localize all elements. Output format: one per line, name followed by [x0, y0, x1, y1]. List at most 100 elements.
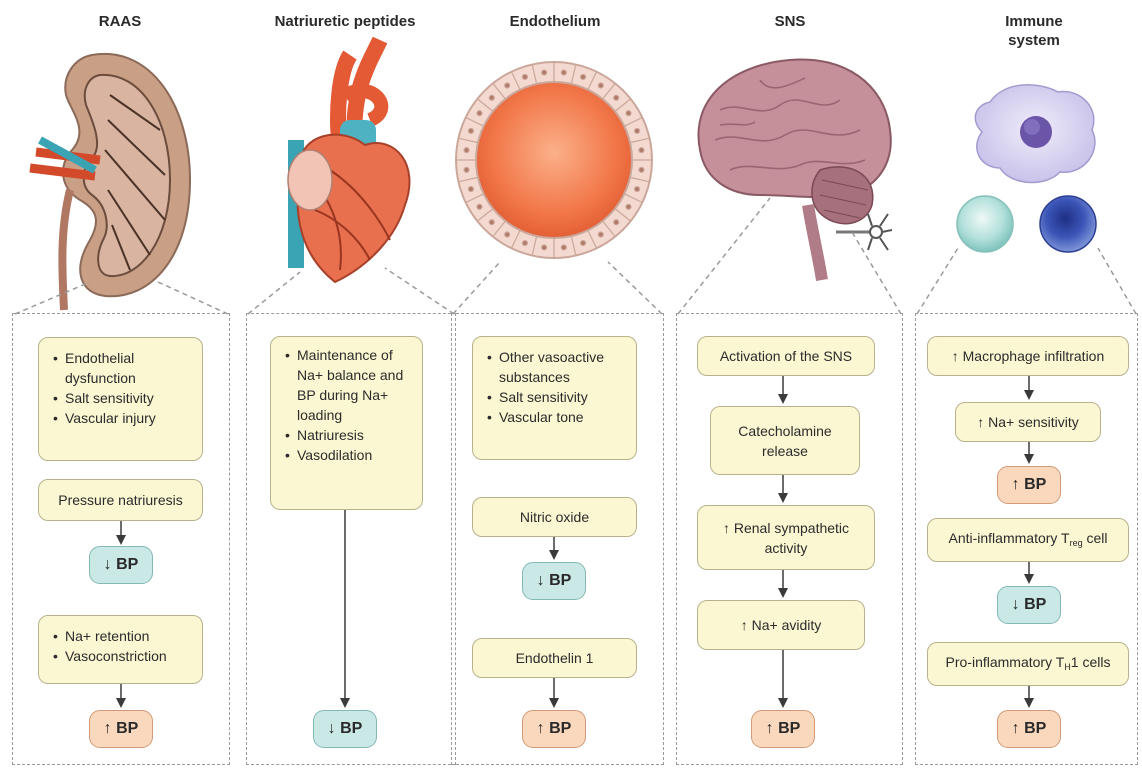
endothelial-cell-nucleus — [581, 241, 586, 246]
title-raas: RAAS — [60, 12, 180, 31]
list-item: Other vasoactive substances — [487, 347, 626, 387]
immune-bp-decrease-badge: ↓ BP — [997, 586, 1061, 624]
immune-bp-increase-badge-1: ↑ BP — [997, 466, 1061, 504]
endothelial-cell-nucleus — [522, 241, 527, 246]
endothelial-cell-nucleus — [477, 111, 482, 116]
list-item: Endothelial dysfunction — [53, 348, 192, 388]
title-endothelium: Endothelium — [490, 12, 620, 31]
immune-th1-box: Pro-inflammatory TH1 cells — [927, 642, 1129, 686]
list-item: Na+ retention — [53, 626, 192, 646]
immune-th1-label: Pro-inflammatory T — [946, 654, 1065, 670]
raas-bp-increase-badge: ↑ BP — [89, 710, 153, 748]
natriuretic-bp-decrease-badge: ↓ BP — [313, 710, 377, 748]
sns-na-avidity-label: Na+ avidity — [752, 617, 822, 633]
bp-label: BP — [116, 720, 138, 738]
brain-illustration — [698, 59, 890, 280]
list-item: Salt sensitivity — [53, 388, 192, 408]
endothelium-effects-box: Other vasoactive substancesSalt sensitiv… — [472, 336, 637, 460]
up-arrow-icon: ↑ — [977, 414, 984, 430]
down-arrow-icon: ↓ — [1012, 596, 1020, 614]
immune-na-sensitivity-label: Na+ sensitivity — [988, 414, 1079, 430]
endothelial-cell-nucleus — [489, 220, 494, 225]
up-arrow-icon: ↑ — [1012, 476, 1020, 494]
macrophage-illustration — [975, 85, 1095, 183]
raas-retention-list: Na+ retentionVasoconstriction — [53, 626, 192, 666]
bp-label: BP — [1024, 596, 1046, 614]
sns-renal-sympathetic-box: ↑ Renal sympathetic activity — [697, 505, 875, 570]
up-arrow-icon: ↑ — [952, 348, 959, 364]
t-cell-illustration — [957, 196, 1096, 252]
endothelial-cell-nucleus — [542, 245, 547, 250]
down-arrow-icon: ↓ — [537, 572, 545, 590]
immune-na-sensitivity-box: ↑ Na+ sensitivity — [955, 402, 1101, 442]
bp-label: BP — [549, 720, 571, 738]
raas-effects-list: Endothelial dysfunctionSalt sensitivityV… — [53, 348, 192, 428]
sns-renal-sympathetic-label: Renal sympathetic activity — [734, 520, 849, 556]
endothelial-cell-nucleus — [522, 74, 527, 79]
endothelial-cell-nucleus — [468, 128, 473, 133]
title-sns: SNS — [740, 12, 840, 31]
endothelial-cell-nucleus — [639, 167, 644, 172]
sns-bp-increase-badge: ↑ BP — [751, 710, 815, 748]
up-arrow-icon: ↑ — [723, 520, 730, 536]
sns-catecholamine-box: Catecholamine release — [710, 406, 860, 475]
endothelial-cell-nucleus — [614, 95, 619, 100]
immune-th1-tail: 1 cells — [1071, 654, 1111, 670]
endothelial-cell-nucleus — [626, 204, 631, 209]
natriuretic-effects-box: Maintenance of Na+ balance and BP during… — [270, 336, 423, 510]
sns-activation-box: Activation of the SNS — [697, 336, 875, 376]
up-arrow-icon: ↑ — [104, 720, 112, 738]
endothelial-cell-nucleus — [505, 232, 510, 237]
endothelium-effects-list: Other vasoactive substancesSalt sensitiv… — [487, 347, 626, 427]
endothelial-cell-nucleus — [614, 220, 619, 225]
endothelial-cell-nucleus — [505, 83, 510, 88]
list-item: Vasoconstriction — [53, 646, 192, 666]
endothelium-endothelin-box: Endothelin 1 — [472, 638, 637, 678]
immune-bp-increase-badge-2: ↑ BP — [997, 710, 1061, 748]
title-immune-system: Immune system — [994, 12, 1074, 50]
raas-pressure-natriuresis-box: Pressure natriuresis — [38, 479, 203, 521]
treg-subscript: reg — [1070, 538, 1083, 548]
immune-treg-box: Anti-inflammatory Treg cell — [927, 518, 1129, 562]
bp-label: BP — [1024, 476, 1046, 494]
endothelial-cell-nucleus — [464, 167, 469, 172]
up-arrow-icon: ↑ — [741, 617, 748, 633]
endothelial-cell-nucleus — [489, 95, 494, 100]
raas-bp-decrease-badge: ↓ BP — [89, 546, 153, 584]
immune-treg-tail: cell — [1083, 530, 1108, 546]
up-arrow-icon: ↑ — [766, 720, 774, 738]
endothelial-cell-nucleus — [561, 70, 566, 75]
endothelial-cell-nucleus — [635, 128, 640, 133]
down-arrow-icon: ↓ — [328, 720, 336, 738]
endothelial-cell-nucleus — [598, 232, 603, 237]
kidney-illustration — [30, 54, 190, 310]
immune-macrophage-label: Macrophage infiltration — [963, 348, 1105, 364]
bp-label: BP — [549, 572, 571, 590]
up-arrow-icon: ↑ — [1012, 720, 1020, 738]
up-arrow-icon: ↑ — [537, 720, 545, 738]
title-natriuretic-peptides: Natriuretic peptides — [255, 12, 435, 31]
list-item: Natriuresis — [285, 425, 414, 445]
sns-na-avidity-box: ↑ Na+ avidity — [697, 600, 865, 650]
list-item: Vascular tone — [487, 407, 626, 427]
endothelium-nitric-oxide-box: Nitric oxide — [472, 497, 637, 537]
bp-label: BP — [1024, 720, 1046, 738]
list-item: Vasodilation — [285, 445, 414, 465]
endothelial-cell-nucleus — [639, 148, 644, 153]
bp-label: BP — [340, 720, 362, 738]
bp-label: BP — [778, 720, 800, 738]
down-arrow-icon: ↓ — [104, 556, 112, 574]
natriuretic-effects-list: Maintenance of Na+ balance and BP during… — [285, 345, 414, 465]
raas-retention-box: Na+ retentionVasoconstriction — [38, 615, 203, 684]
immune-macrophage-box: ↑ Macrophage infiltration — [927, 336, 1129, 376]
list-item: Maintenance of Na+ balance and BP during… — [285, 345, 414, 425]
endothelial-cell-nucleus — [542, 70, 547, 75]
heart-illustration — [288, 40, 409, 282]
endothelial-cell-nucleus — [626, 111, 631, 116]
endothelial-cell-nucleus — [561, 245, 566, 250]
endothelial-cell-nucleus — [477, 204, 482, 209]
endothelial-cell-nucleus — [581, 74, 586, 79]
endothelial-cell-nucleus — [468, 187, 473, 192]
endothelial-cell-nucleus — [464, 148, 469, 153]
vessel-cross-section-illustration — [456, 62, 652, 258]
